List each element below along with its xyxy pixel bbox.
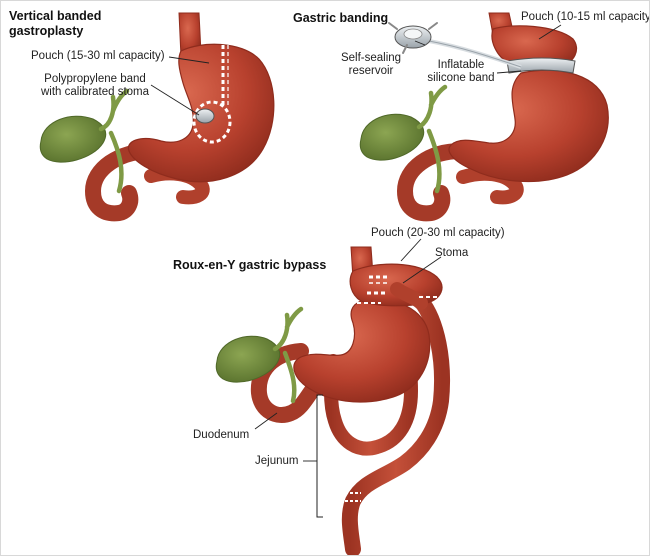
banding-band-label-line2: silicone band [421,72,501,85]
rny-stomach [294,300,430,402]
vbg-band-label-line1: Polypropylene band [25,73,165,86]
rny-stoma-label: Stoma [435,247,468,260]
vbg-illustration [40,13,274,213]
rny-illustration [216,247,442,549]
banding-pouch-label: Pouch (10-15 ml capacity) [521,11,650,24]
rny-duodenum-label: Duodenum [193,429,249,442]
banding-reservoir-label-line1: Self-sealing [331,52,411,65]
banding-title: Gastric banding [293,11,388,26]
rny-jejunum-label: Jejunum [255,455,298,468]
rny-pouch-label: Pouch (20-30 ml capacity) [371,227,505,240]
banding-gallbladder [360,114,424,160]
vbg-title-line2: gastroplasty [9,24,83,39]
vbg-band-label-line2: with calibrated stoma [25,86,165,99]
rny-jejunum-bracket [317,395,323,517]
banding-reservoir-label-line2: reservoir [331,65,411,78]
banding-reservoir [389,23,437,53]
vbg-gallbladder [40,116,106,162]
vbg-title-line1: Vertical banded [9,9,101,24]
banding-band-label-line1: Inflatable [421,59,501,72]
banding-bile-duct [419,87,445,191]
banding-illustration [360,13,608,213]
rny-title: Roux-en-Y gastric bypass [173,258,326,273]
banding-stomach [449,70,608,181]
vbg-pouch-label: Pouch (15-30 ml capacity) [31,50,165,63]
banding-duodenum [405,151,461,213]
